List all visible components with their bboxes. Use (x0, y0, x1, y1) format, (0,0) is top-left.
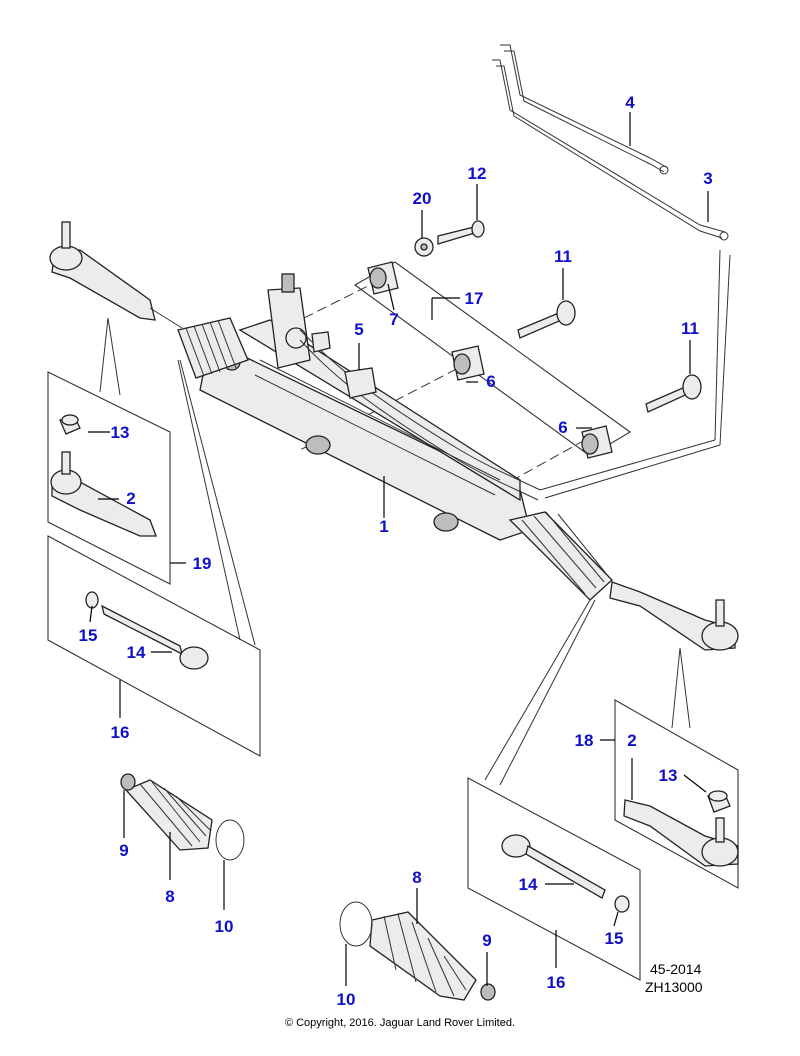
part-4-pipe (500, 44, 669, 175)
callout-19: 19 (193, 554, 212, 573)
tie-rod-end-right (609, 581, 739, 651)
callout-9-left: 9 (119, 841, 128, 860)
callout-17: 17 (465, 289, 484, 308)
boot-8-left (120, 773, 213, 851)
bellows-left (177, 317, 249, 379)
callout-2-left: 2 (126, 489, 135, 508)
callout-16-left: 16 (111, 723, 130, 742)
callout-11-upper: 11 (554, 247, 572, 266)
part-5-clip (311, 331, 377, 399)
panel-left-tie-rod-end-2 (50, 451, 157, 537)
callout-6-upper: 6 (486, 372, 495, 391)
part-11-bolt-upper (517, 300, 576, 339)
callout-10-right: 10 (337, 990, 356, 1009)
callout-13-left: 13 (111, 423, 130, 442)
tie-rod-end-left (49, 221, 183, 329)
callout-14-right: 14 (519, 875, 538, 894)
callout-9-right: 9 (482, 931, 491, 950)
part-11-bolt-lower (645, 374, 702, 413)
callout-12: 12 (468, 164, 487, 183)
callout-16-right: 16 (547, 973, 566, 992)
panel-guide-lines (99, 249, 731, 786)
callout-15-left: 15 (79, 626, 98, 645)
callout-13-right: 13 (659, 766, 678, 785)
part-12-bolt (437, 220, 485, 245)
callout-10-left: 10 (215, 917, 234, 936)
panel-right-tie-rod-end-2 (623, 799, 739, 867)
callout-6-lower: 6 (558, 418, 567, 437)
drawing-code: ZH13000 (645, 979, 703, 995)
panel-inner-tie-rod-right (467, 777, 641, 981)
callout-8-right: 8 (412, 868, 421, 887)
part-20-washer (414, 237, 434, 257)
boot-8-right (369, 911, 496, 1001)
part-6-bush-upper (451, 345, 485, 381)
callout-3: 3 (703, 169, 712, 188)
panel-left-washer-15 (85, 591, 99, 609)
clip-10-left (215, 819, 245, 861)
leader-lines (88, 112, 709, 986)
callouts: 1 2 2 3 4 5 6 6 7 8 8 9 9 10 10 11 11 12… (79, 93, 713, 1009)
callout-15-right: 15 (605, 929, 624, 948)
panel-left-inner-tie-rod-14 (101, 604, 209, 670)
callout-14-left: 14 (127, 643, 146, 662)
callout-18: 18 (575, 731, 594, 750)
panel-left-nut-13 (59, 414, 81, 435)
callout-20: 20 (413, 189, 432, 208)
callout-4: 4 (625, 93, 635, 112)
panel-right-nut-13 (707, 790, 731, 813)
part-6-bush-lower (581, 425, 613, 459)
panel-right-inner-tie-rod-14 (501, 834, 606, 899)
bellows-right (508, 511, 613, 601)
bracket-17 (353, 261, 631, 457)
callout-1: 1 (379, 517, 388, 536)
copyright-footer: © Copyright, 2016. Jaguar Land Rover Lim… (284, 1017, 516, 1029)
callout-5: 5 (354, 320, 363, 339)
panel-inner-tie-rod-left (47, 535, 261, 757)
rack-housing (199, 273, 541, 541)
panel-right-washer-15 (614, 895, 630, 913)
figure-code: 45-2014 (650, 961, 702, 977)
part-7-bush (367, 261, 399, 295)
callout-8-left: 8 (165, 887, 174, 906)
callout-11-lower: 11 (681, 319, 699, 338)
callout-2-right: 2 (627, 731, 636, 750)
part-3-pipe (492, 59, 729, 241)
callout-7: 7 (389, 310, 398, 329)
clip-10-right (339, 901, 373, 947)
